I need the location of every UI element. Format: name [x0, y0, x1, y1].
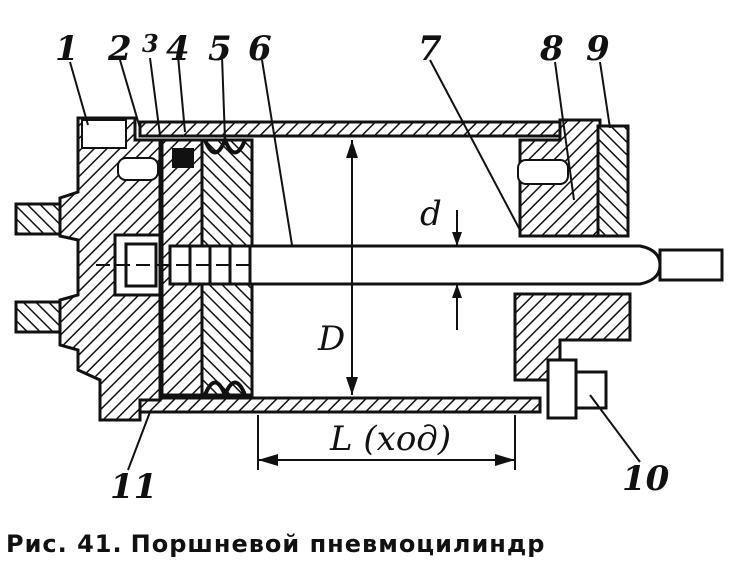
- callout-10: 10: [622, 459, 670, 499]
- callout-7: 7: [418, 29, 442, 69]
- dimension-rod-label: d: [420, 194, 442, 234]
- dimension-stroke-label: L (ход): [329, 419, 451, 459]
- callout-3: 3: [142, 29, 159, 58]
- callout-9: 9: [586, 29, 610, 69]
- callout-6: 6: [248, 29, 272, 69]
- dimension-lines: [257, 140, 516, 470]
- caption-text: Поршневой пневмоцилиндр: [130, 530, 546, 558]
- piston: [124, 134, 254, 401]
- caption-label: Рис. 41.: [6, 530, 123, 558]
- pneumatic-cylinder-drawing: 1 2 3 4 5 6 7 8 9 10 11 D d L (ход): [14, 29, 724, 507]
- callout-5: 5: [208, 29, 232, 69]
- dimension-bore-label: D: [317, 319, 345, 359]
- callout-11: 11: [110, 467, 157, 507]
- callout-numbers: 1 2 3 4 5 6 7 8 9 10 11: [55, 29, 670, 507]
- front-cover: [513, 118, 632, 420]
- callout-4: 4: [166, 29, 190, 69]
- callout-2: 2: [107, 29, 132, 69]
- callout-8: 8: [539, 29, 564, 69]
- leader-lines: [69, 55, 641, 471]
- callout-1: 1: [55, 29, 79, 69]
- figure-caption: Рис. 41.Поршневой пневмоцилиндр: [6, 530, 746, 558]
